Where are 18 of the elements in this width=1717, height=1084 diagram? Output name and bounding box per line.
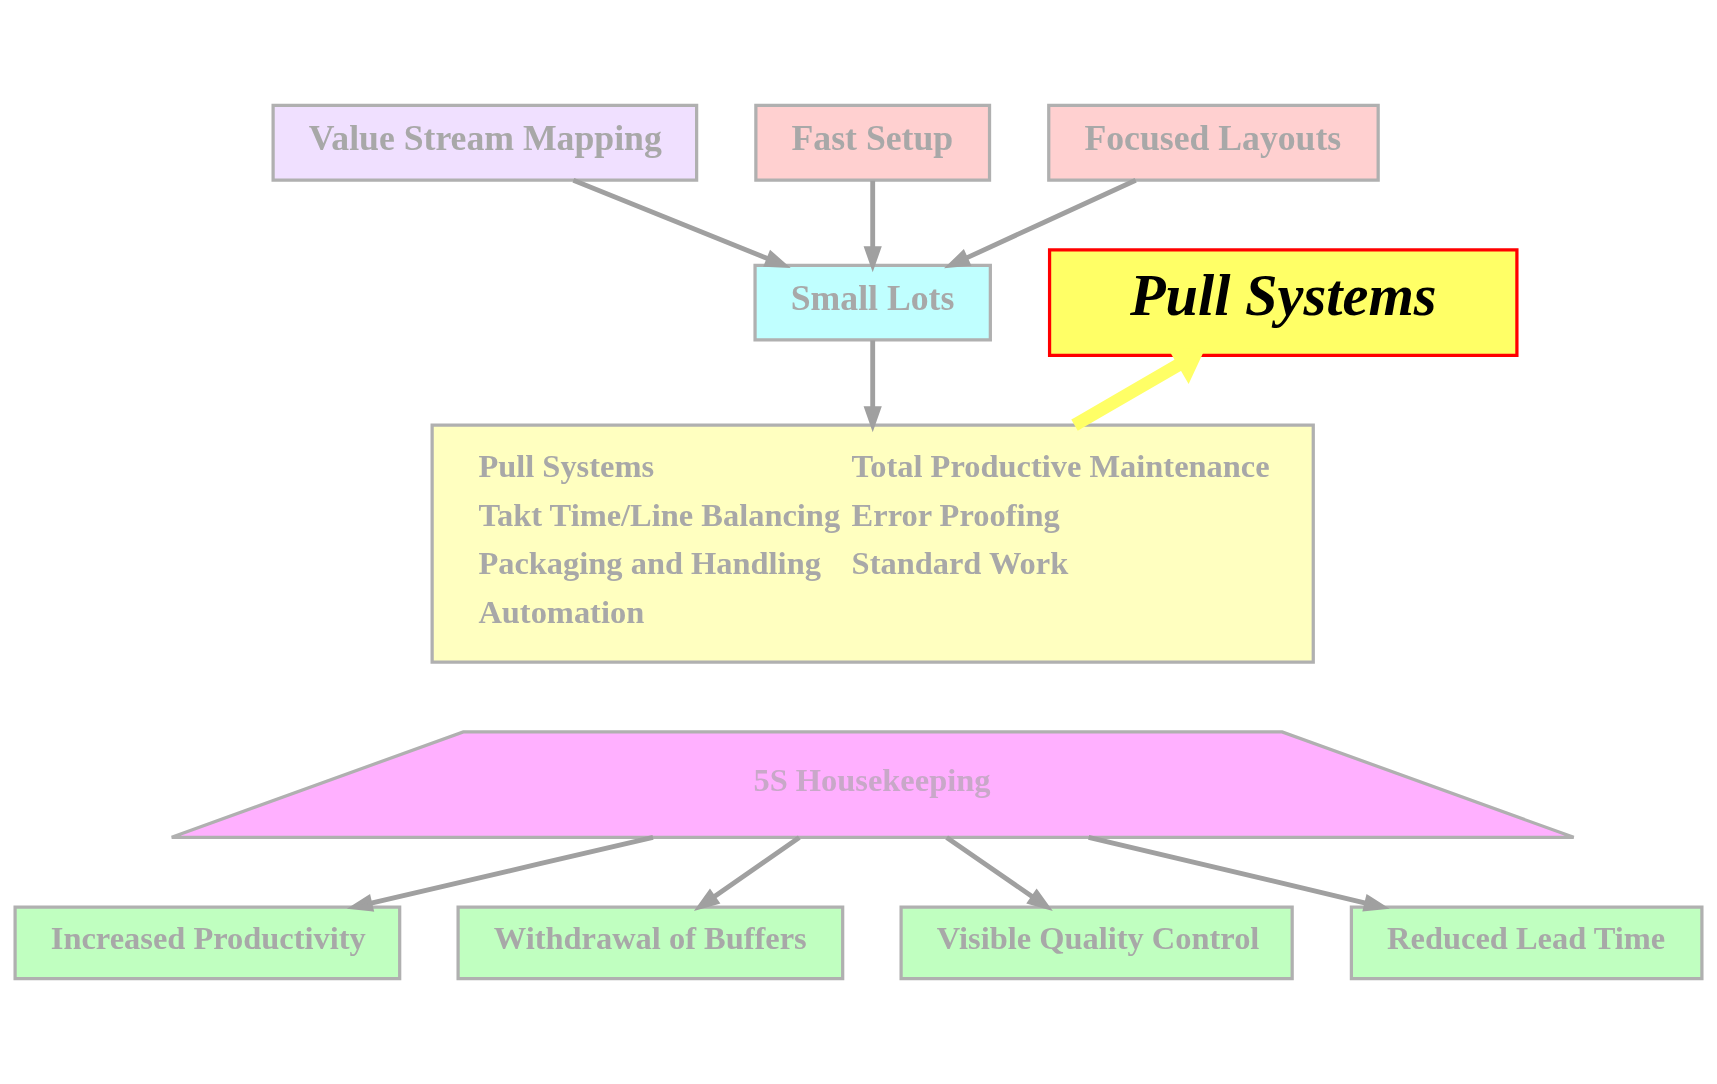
- arrow: [346, 835, 654, 912]
- node-box: Fast Setup: [754, 103, 992, 182]
- arrow: [1088, 835, 1390, 912]
- node-box: Small Lots: [753, 263, 992, 342]
- node-box: Pull Systems: [1047, 248, 1519, 357]
- node-box: Reduced Lead Time: [1349, 905, 1704, 981]
- node-box: Value Stream Mapping: [271, 103, 699, 182]
- node-box: Withdrawal of Buffers: [456, 905, 845, 981]
- node-box: Pull Systems Total Productive Maintenance Takt Time/Line Balancing Error Proofing Packaging and Handling Standard Work Automation: [430, 423, 1315, 664]
- arrow: [693, 835, 801, 911]
- arrow: [944, 177, 1137, 269]
- node-box: Increased Productivity: [13, 905, 402, 981]
- arrow: [863, 340, 882, 433]
- arrow: [572, 177, 791, 268]
- arrow: [863, 180, 882, 273]
- arrow: [945, 835, 1053, 911]
- node-box: Visible Quality Control: [899, 905, 1294, 981]
- node-box: Focused Layouts: [1047, 103, 1380, 182]
